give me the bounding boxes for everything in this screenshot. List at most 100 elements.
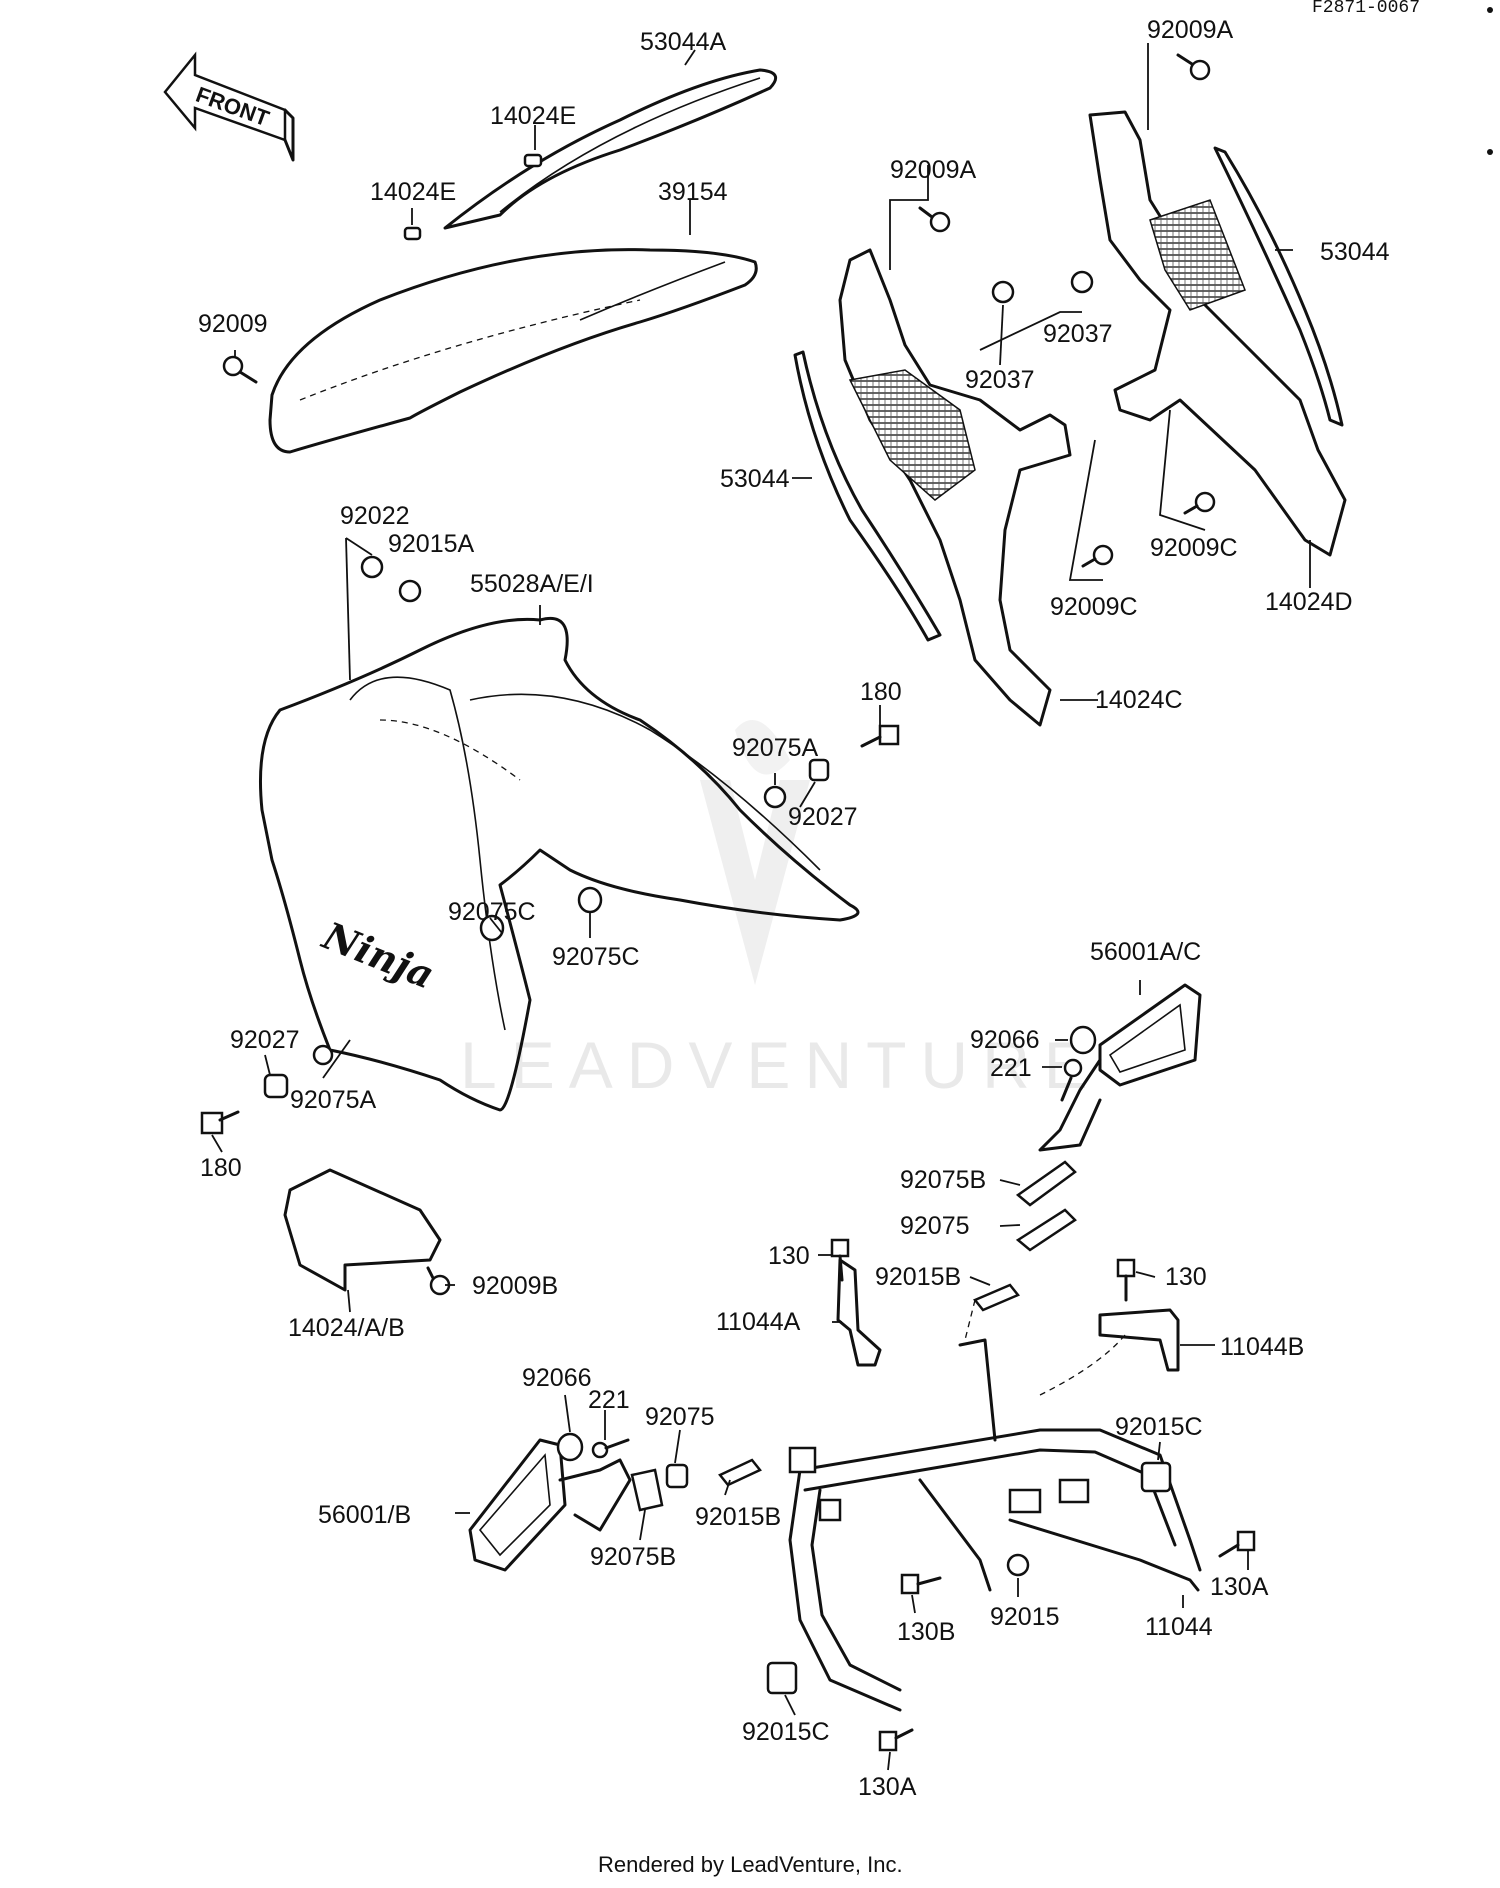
callout-label: 11044B xyxy=(1220,1333,1304,1361)
leadventure-watermark: LEADVENTURE xyxy=(460,720,1102,1102)
bolt-part xyxy=(860,724,900,748)
callout-label: 92075C xyxy=(448,898,536,926)
mirror-right-part xyxy=(1098,983,1202,1087)
windshield-edge xyxy=(579,261,726,321)
callout-label: 92075B xyxy=(900,1166,986,1194)
cowl-inner-edge xyxy=(349,676,506,1031)
grommet-part xyxy=(808,758,830,782)
callout-label: 130A xyxy=(858,1773,917,1801)
clip-part xyxy=(523,153,543,168)
callout-label: 53044A xyxy=(640,28,727,56)
bracket-part xyxy=(283,1168,442,1292)
callout-label: 92075A xyxy=(732,734,819,762)
inner-panel-right-part xyxy=(1088,110,1347,557)
callout-label: 11044A xyxy=(716,1308,801,1336)
nut-part xyxy=(1006,1553,1030,1577)
cowl-dash xyxy=(379,719,521,781)
bracket-part xyxy=(836,1258,882,1367)
callout-label: 92009C xyxy=(1050,593,1138,621)
callout-label: 92066 xyxy=(970,1026,1040,1054)
bracket-part xyxy=(1098,1308,1180,1372)
grommet-part xyxy=(766,1661,798,1695)
bolt-part xyxy=(900,1573,942,1595)
callout-label: 92075 xyxy=(645,1403,715,1431)
callout-label: 14024E xyxy=(370,178,456,206)
callout-label: 92075A xyxy=(290,1086,377,1114)
clip-part xyxy=(403,226,422,241)
plate-part xyxy=(630,1468,664,1512)
bolt-part xyxy=(1116,1258,1136,1302)
callout-label: 14024C xyxy=(1095,686,1183,714)
inner-panel-left-part xyxy=(838,248,1072,727)
corner-mark xyxy=(1487,7,1493,13)
callout-label: 130B xyxy=(897,1618,955,1646)
grommet-part xyxy=(398,579,422,603)
callout-label: 53044 xyxy=(720,465,790,493)
collar-part xyxy=(263,1073,289,1099)
callout-label: 92027 xyxy=(230,1026,300,1054)
callout-label: 92075 xyxy=(900,1212,970,1240)
callout-label: 14024E xyxy=(490,102,576,130)
callout-label: 92015C xyxy=(742,1718,830,1746)
callout-label: 92027 xyxy=(788,803,858,831)
bolt-part xyxy=(200,1110,240,1135)
screw-part xyxy=(591,1438,630,1459)
grommet-part xyxy=(556,1432,584,1462)
callout-label: 92015C xyxy=(1115,1413,1203,1441)
callout-label: 56001/B xyxy=(318,1501,411,1529)
mirror-glass xyxy=(478,1453,551,1557)
inner-panel-left-mesh xyxy=(848,369,976,501)
watermark-text: LEADVENTURE xyxy=(460,1028,1102,1102)
grommet-part xyxy=(312,1044,334,1066)
mirror-stem xyxy=(1038,1058,1102,1152)
callout-label: 11044 xyxy=(1145,1613,1213,1641)
callout-label: 130 xyxy=(768,1242,810,1270)
screw-part xyxy=(222,355,258,384)
reference-code: F2871-0067 xyxy=(1312,0,1420,18)
windshield-part xyxy=(268,248,758,454)
panel-trim-strip-part xyxy=(1213,146,1344,427)
callout-label: 14024D xyxy=(1265,588,1353,616)
callout-label: 53044 xyxy=(1320,238,1390,266)
callout-label: 92037 xyxy=(965,366,1035,394)
callout-label: 92015B xyxy=(695,1503,781,1531)
cowl-stay-frame-part xyxy=(788,1338,1202,1712)
callout-label: 130A xyxy=(1210,1573,1269,1601)
callout-label: 92015A xyxy=(388,530,475,558)
ninja-logo: Ninja xyxy=(316,912,441,997)
callout-label: 92022 xyxy=(340,502,410,530)
callout-label: 92015 xyxy=(990,1603,1060,1631)
clip-part xyxy=(718,1458,762,1487)
callout-label: 130 xyxy=(1165,1263,1207,1291)
plate-part xyxy=(1015,1160,1077,1207)
callout-label: 92015B xyxy=(875,1263,961,1291)
inner-panel-right-mesh xyxy=(1149,199,1246,311)
mirror-stem xyxy=(558,1458,632,1532)
callout-label: 92066 xyxy=(522,1364,592,1392)
callout-label: 14024/A/B xyxy=(288,1314,405,1342)
footer-credit: Rendered by LeadVenture, Inc. xyxy=(598,1852,903,1877)
windshield-dash xyxy=(299,299,641,401)
plate-part xyxy=(1015,1208,1077,1252)
trim-strip-detail xyxy=(499,77,761,213)
bolt-part xyxy=(878,1728,914,1752)
leader-lines xyxy=(211,43,1311,1771)
callout-label: 92075C xyxy=(552,943,640,971)
callout-label: 92009C xyxy=(1150,534,1238,562)
screw-part xyxy=(1183,491,1216,515)
trim-strip-part xyxy=(443,68,778,230)
washer-part xyxy=(360,555,384,579)
callout-label: 92009 xyxy=(198,310,268,338)
mirror-glass xyxy=(1108,1003,1186,1073)
callout-label: 92075B xyxy=(590,1543,676,1571)
callout-label: 56001A/C xyxy=(1090,938,1201,966)
callout-label: 221 xyxy=(990,1054,1032,1082)
mirror-left-part xyxy=(468,1438,567,1572)
panel-trim-strip-part xyxy=(793,350,942,642)
bolt-part xyxy=(830,1238,850,1282)
callout-label: 92009A xyxy=(1147,16,1234,44)
callout-label: 39154 xyxy=(658,178,728,206)
callout-label: 180 xyxy=(860,678,902,706)
upper-cowl-part xyxy=(259,617,860,1112)
